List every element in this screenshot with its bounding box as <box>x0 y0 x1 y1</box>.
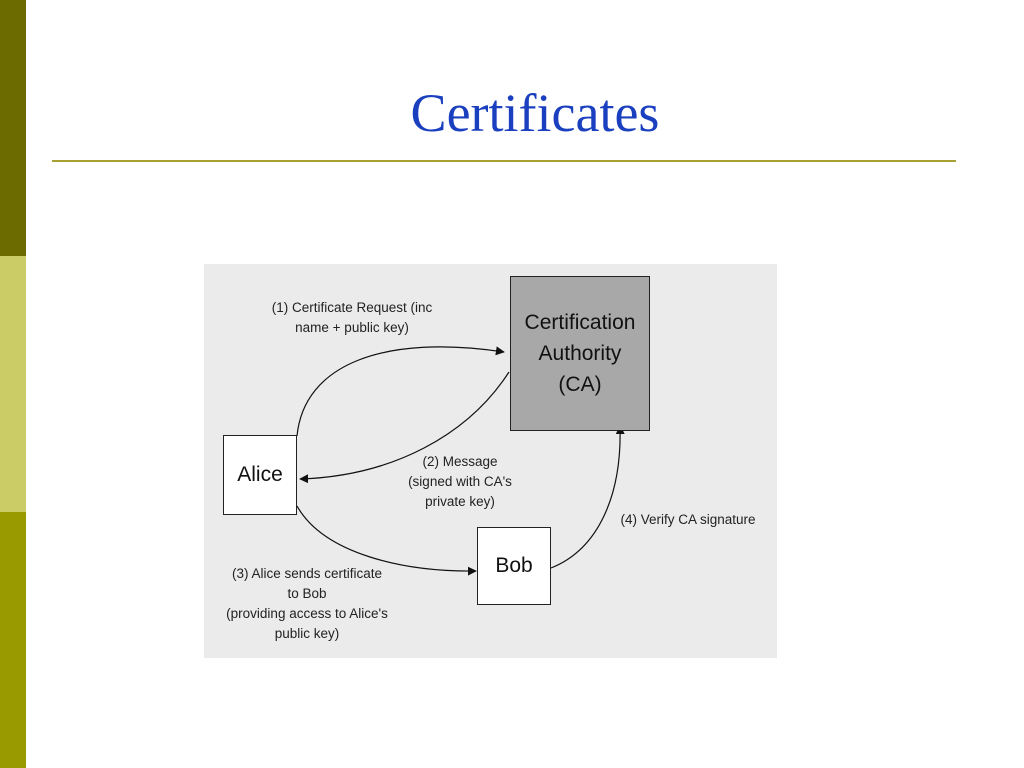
arrow-verify-bob-to-ca <box>550 425 625 569</box>
alice-node: Alice <box>223 435 297 515</box>
step3-label-line-1: (3) Alice sends certificate <box>231 566 383 581</box>
ca-node: Certification Authority (CA) <box>510 276 650 431</box>
bob-label: Bob <box>495 554 533 577</box>
step3-label-line-2: to Bob <box>287 586 327 601</box>
step3-label: (3) Alice sends certificate to Bob (prov… <box>208 564 406 644</box>
step3-label-line-4: public key) <box>274 626 340 641</box>
certificate-diagram: Certification Authority (CA) Alice Bob (… <box>204 264 777 658</box>
ca-label-line-2: Authority <box>538 342 622 365</box>
arrow-message-ca-to-alice <box>299 371 510 484</box>
ca-label-line-3: (CA) <box>558 373 602 396</box>
step4-label-text: (4) Verify CA signature <box>620 512 756 527</box>
step2-label: (2) Message (signed with CA's private ke… <box>385 452 535 512</box>
sidebar-accent-bottom <box>0 512 26 768</box>
sidebar-accent-middle <box>0 256 26 512</box>
step2-label-line-2: (signed with CA's <box>408 474 512 489</box>
bob-node: Bob <box>477 527 551 605</box>
arrow-request-alice-to-ca <box>296 346 505 437</box>
sidebar-accent-top <box>0 0 26 256</box>
slide-title: Certificates <box>410 83 660 143</box>
step1-label-line-1: (1) Certificate Request (inc <box>271 300 433 315</box>
step2-label-line-1: (2) Message <box>422 454 498 469</box>
step1-label: (1) Certificate Request (inc name + publ… <box>252 298 452 338</box>
ca-label-line-1: Certification <box>524 311 636 334</box>
step1-label-line-2: name + public key) <box>295 320 409 335</box>
step2-label-line-3: private key) <box>425 494 495 509</box>
step3-label-line-3: (providing access to Alice's <box>226 606 388 621</box>
alice-label: Alice <box>237 463 283 486</box>
step4-label: (4) Verify CA signature <box>608 510 768 530</box>
title-divider <box>52 160 956 162</box>
diagram-connectors <box>296 346 625 576</box>
arrow-send-alice-to-bob <box>296 505 477 576</box>
